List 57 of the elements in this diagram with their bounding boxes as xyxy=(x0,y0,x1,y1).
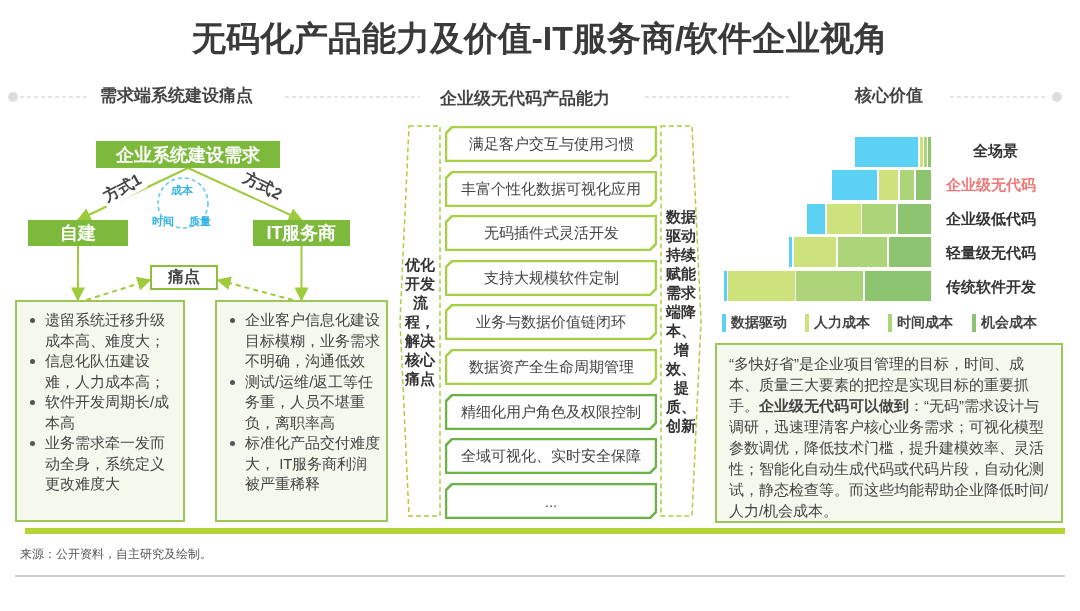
capability-text: 数据资产全生命周期管理 xyxy=(468,357,634,377)
capability-box xyxy=(445,260,657,296)
source-note: 来源：公开资料，自主研究及绘制。 xyxy=(20,546,212,563)
category-label: 企业级无代码 xyxy=(946,176,1036,195)
pain-point-box: 痛点 xyxy=(150,265,218,290)
capability-box xyxy=(445,438,657,474)
capability-box xyxy=(445,394,657,430)
dashed-chevron-band xyxy=(660,125,702,517)
bullet-text: 信息化队伍建设难，人力成本高； xyxy=(45,352,165,390)
capability-text: ... xyxy=(544,492,558,510)
capability-text: 丰富个性化数据可视化应用 xyxy=(461,179,641,199)
legend-label: 机会成本 xyxy=(981,314,1037,332)
bullet-text: 企业客户信息化建设目标模糊，业务需求不明确，沟通低效 xyxy=(245,311,380,369)
section-heading: 需求端系统建设痛点 xyxy=(100,85,253,107)
description-text: “多快好省”是企业项目管理的目标，时间、成本、质量三大要素的把控是实现目标的重要抓手。企业级无代码可以做到：“无码”需求设计与调研，迅速理清客户核心业务需求；可视化模型参数调优，降低技术门槛，提升建模效率、灵活性；智能化自动生成代码或代码片段，自动化测试，静态检查等。而这些均能帮助企业降低时间/人力/机会成本。 xyxy=(729,354,1049,521)
title: 无码化产品能力及价值-IT服务商/软件企业视角 xyxy=(190,18,890,59)
arrow xyxy=(70,245,85,302)
bullet-text: 业务需求牵一发而动全身，系统定义更改难度大 xyxy=(45,434,165,492)
bullet-text: 遗留系统迁移升级成本高、难度大； xyxy=(45,311,165,349)
capability-text: 精细化用户角色及权限控制 xyxy=(461,402,641,422)
capability-box xyxy=(445,349,657,385)
capability-text: 无码插件式灵活开发 xyxy=(483,223,619,243)
capability-box xyxy=(445,215,657,251)
process-box: 企业系统建设需求 xyxy=(96,141,280,168)
cycle-label: 质量 xyxy=(189,214,211,229)
bullet-text: 测试/运维/返工等任务重，人员不堪重负，离职率高 xyxy=(245,372,374,431)
arrow xyxy=(85,277,152,301)
arrow xyxy=(294,245,309,302)
bullet-text: 标准化产品交付难度大， IT服务商利润被严重稀释 xyxy=(245,434,380,492)
capability-text: 全域可视化、实时安全保障 xyxy=(461,446,641,466)
bullet-list-box xyxy=(15,300,185,522)
dashed-chevron-band xyxy=(399,125,441,517)
legend-label: 人力成本 xyxy=(814,314,870,332)
legend-label: 时间成本 xyxy=(897,314,953,332)
band-text: 数据驱动持续赋能需求端降本、增效、提质、创新 xyxy=(665,207,697,435)
process-box: IT服务商 xyxy=(253,220,350,246)
cycle-label: 时间 xyxy=(152,214,174,229)
process-box: 自建 xyxy=(28,220,128,246)
capability-box xyxy=(445,171,657,207)
legend-label: 数据驱动 xyxy=(731,314,787,332)
category-label: 轻量级无代码 xyxy=(946,244,1036,263)
band-text: 优化开发流程，解决核心痛点 xyxy=(404,254,436,388)
section-heading: 核心价值 xyxy=(855,85,923,107)
bullet-text: 软件开发周期长/成本高 xyxy=(45,393,170,431)
category-label: 全场景 xyxy=(973,142,1018,161)
capability-text: 业务与数据价值链闭环 xyxy=(476,312,626,332)
capability-text: 满足客户交互与使用习惯 xyxy=(468,134,634,154)
capability-box xyxy=(445,304,657,340)
capability-text: 支持大规模软件定制 xyxy=(483,268,619,288)
capability-box xyxy=(445,483,657,519)
category-label: 企业级低代码 xyxy=(946,210,1036,229)
bullet-list-box xyxy=(215,300,388,522)
capability-box xyxy=(445,126,657,162)
section-heading: 企业级无代码产品能力 xyxy=(440,88,610,110)
cycle-label: 成本 xyxy=(171,183,193,198)
category-label: 传统软件开发 xyxy=(946,278,1036,297)
arrow xyxy=(187,167,303,222)
